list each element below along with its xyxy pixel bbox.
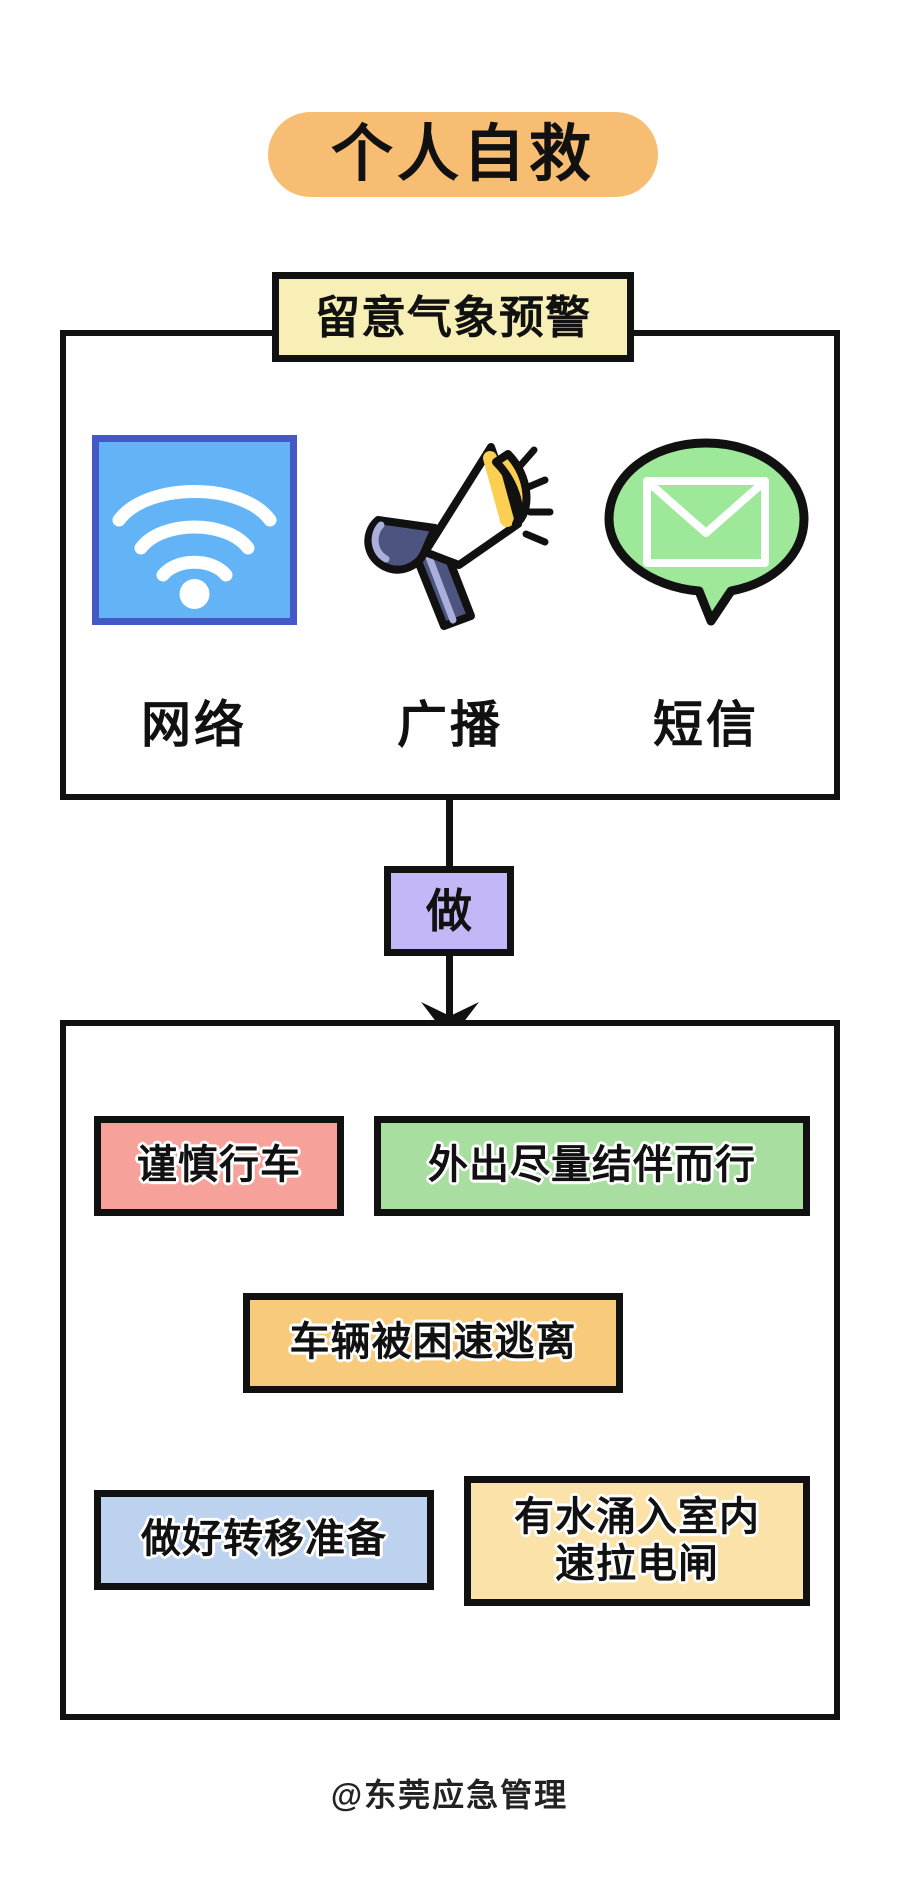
connector-do-chip: 做: [384, 866, 514, 956]
wifi-icon-glyph: [112, 485, 276, 609]
subtitle-label: 留意气象预警: [314, 291, 591, 343]
sms-envelope-icon: [604, 438, 808, 625]
channel-label-row: 网络 广播 短信: [66, 690, 834, 760]
channel-icon-cell-broadcast: [335, 430, 565, 630]
megaphone-icon: [364, 442, 554, 630]
wifi-dot: [179, 579, 209, 609]
channel-icon-row: [66, 430, 834, 630]
action-tag-cautious-driving: 谨慎行车: [94, 1116, 344, 1216]
page-title-pill: 个人自救: [268, 112, 658, 197]
action-tag-label-multiline: 有水涌入室内 速拉电闸: [514, 1494, 760, 1588]
action-tag-prepare-evacuation: 做好转移准备: [94, 1490, 434, 1590]
action-tag-cut-power-on-flood: 有水涌入室内 速拉电闸: [464, 1476, 810, 1606]
channel-label-sms: 短信: [653, 697, 759, 753]
action-tag-label: 外出尽量结伴而行: [428, 1143, 756, 1188]
action-tag-label: 谨慎行车: [137, 1143, 301, 1188]
connector-line-lower: [446, 954, 453, 1024]
envelope-glyph: [642, 476, 769, 567]
channel-icon-cell-network: [79, 430, 309, 630]
connector-do-label: 做: [426, 885, 472, 937]
action-tag-line-2: 速拉电闸: [555, 1542, 719, 1586]
wifi-icon: [91, 435, 297, 625]
footer-attribution: @东莞应急管理: [330, 1777, 569, 1813]
subtitle-chip: 留意气象预警: [272, 272, 634, 362]
action-tag-escape-trapped-vehicle: 车辆被困速逃离: [243, 1293, 623, 1393]
action-tag-label: 车辆被困速逃离: [289, 1320, 577, 1365]
action-tag-label: 做好转移准备: [141, 1517, 387, 1562]
channel-label-network: 网络: [141, 697, 247, 753]
channel-label-broadcast: 广播: [397, 697, 503, 753]
action-tag-line-1: 有水涌入室内: [514, 1494, 760, 1539]
action-tag-travel-in-groups: 外出尽量结伴而行: [374, 1116, 810, 1216]
connector-line-upper: [446, 800, 453, 868]
page-title: 个人自救: [330, 119, 595, 189]
channel-icon-cell-sms: [591, 430, 821, 630]
